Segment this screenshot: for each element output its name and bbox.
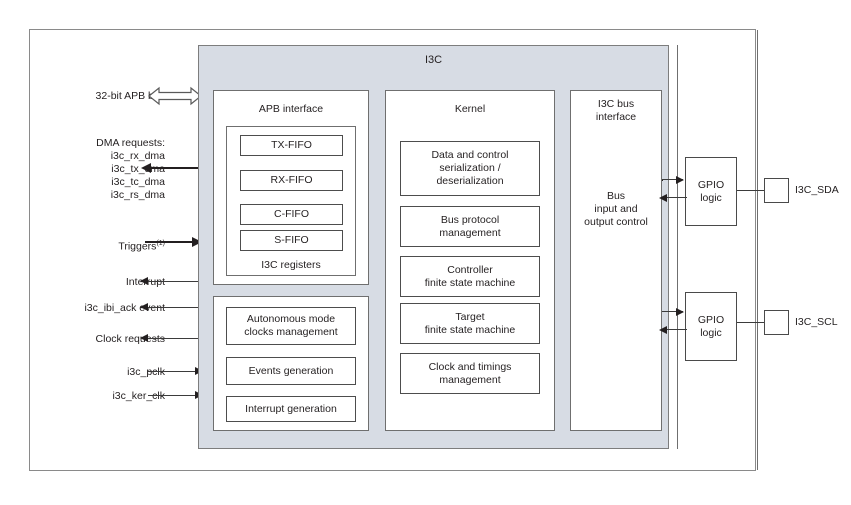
- block-clock-and-timings-management: Clock and timings management: [400, 353, 540, 394]
- signal-label-i3c-ker-clk: i3c_ker_clk: [112, 390, 165, 402]
- triggers-footnote-marker: (1): [156, 240, 165, 247]
- panel-i3c-bus-interface-title: I3C bus interface: [570, 98, 662, 124]
- block-line: finite state machine: [424, 323, 516, 336]
- block-line: Clock and timings: [428, 360, 512, 373]
- apb-bus-double-arrow-icon: [148, 86, 202, 106]
- signal-label-dma-requests: DMA requests:: [96, 137, 165, 149]
- block-autonomous-mode-clocks-management: Autonomous mode clocks management: [226, 307, 356, 345]
- wire-gpio-scl-in-line: [662, 311, 683, 313]
- block-c-fifo: C-FIFO: [240, 204, 343, 225]
- wire-dma-requests: [151, 167, 203, 170]
- block-tx-fifo: TX-FIFO: [240, 135, 343, 156]
- block-data-and-control-serialization: Data and control serialization / deseria…: [400, 141, 540, 196]
- wire-i3c-ibi-ack-event: [148, 307, 203, 309]
- arrowhead-clock-requests: [140, 334, 148, 342]
- arrowhead-interrupt: [140, 277, 148, 285]
- gpio-logic-sda: GPIO logic: [685, 157, 737, 226]
- arrowhead-gpio-scl-out: [659, 326, 667, 334]
- arrowhead-gpio-sda-in: [676, 176, 684, 184]
- signal-label-apb-bus: 32-bit APB bus: [95, 90, 165, 102]
- pad-label-i3c-scl: I3C_SCL: [795, 316, 838, 328]
- pad-i3c-sda: [764, 178, 789, 203]
- block-controller-finite-state-machine: Controller finite state machine: [400, 256, 540, 297]
- arrowhead-triggers: [192, 237, 202, 247]
- block-line: finite state machine: [424, 276, 516, 289]
- pad-i3c-scl: [764, 310, 789, 335]
- block-s-fifo: S-FIFO: [240, 230, 343, 251]
- block-line: management: [439, 226, 501, 239]
- wire-clock-requests: [148, 338, 203, 340]
- block-rx-fifo: RX-FIFO: [240, 170, 343, 191]
- signal-label-triggers: Triggers(1): [40, 237, 165, 254]
- gpio-logic-scl: GPIO logic: [685, 292, 737, 361]
- body-line: Bus: [606, 190, 626, 202]
- signal-label-i3c-rs-dma: i3c_rs_dma: [110, 189, 165, 201]
- arrowhead-dma-requests: [141, 163, 151, 173]
- arrowhead-i3c-ibi-ack-event: [140, 303, 148, 311]
- signal-label-i3c-rx-dma: i3c_rx_dma: [110, 150, 165, 162]
- title-line: I3C bus: [597, 98, 635, 110]
- signal-label-i3c-pclk: i3c_pclk: [127, 366, 165, 378]
- gpio-line: GPIO: [697, 178, 725, 191]
- right-separator-line: [677, 45, 679, 449]
- block-interrupt-generation: Interrupt generation: [226, 396, 356, 422]
- panel-i3c-bus-interface: [570, 90, 662, 431]
- gpio-line: GPIO: [697, 313, 725, 326]
- block-line: Autonomous mode: [246, 313, 336, 325]
- chip-boundary-line: [757, 30, 759, 470]
- wire-gpio-scl-out-line: [667, 329, 687, 331]
- block-line: deserialization: [436, 175, 504, 187]
- wire-i3c-ker-clk: [148, 395, 198, 397]
- block-line: Bus protocol: [440, 213, 500, 226]
- i3c-block-title: I3C: [424, 54, 443, 66]
- panel-kernel-title: Kernel: [454, 103, 486, 115]
- gpio-line: logic: [700, 326, 722, 339]
- block-line: clocks management: [244, 326, 338, 338]
- wire-gpio-sda-to-pad: [737, 190, 774, 192]
- triggers-text: Triggers: [118, 240, 157, 253]
- body-line: input and: [594, 203, 638, 215]
- wire-gpio-scl-to-pad: [737, 322, 774, 324]
- i3c-registers-label: I3C registers: [261, 259, 321, 271]
- block-line: management: [439, 373, 501, 386]
- arrowhead-gpio-scl-in: [676, 308, 684, 316]
- pad-label-i3c-sda: I3C_SDA: [795, 184, 839, 196]
- wire-interrupt: [148, 281, 203, 283]
- block-line: Data and control: [431, 149, 509, 161]
- wire-i3c-pclk: [148, 371, 198, 373]
- block-bus-protocol-management: Bus protocol management: [400, 206, 540, 247]
- panel-apb-interface-title: APB interface: [258, 103, 324, 115]
- wire-triggers: [145, 241, 195, 244]
- block-line: Target: [455, 310, 485, 323]
- title-line: interface: [595, 111, 637, 123]
- block-line: serialization /: [439, 162, 501, 174]
- signal-label-i3c-tx-dma: i3c_tx_dma: [111, 163, 165, 175]
- signal-label-i3c-tc-dma: i3c_tc_dma: [111, 176, 165, 188]
- wire-gpio-sda-in-line: [662, 179, 683, 181]
- block-target-finite-state-machine: Target finite state machine: [400, 303, 540, 344]
- arrowhead-gpio-sda-out: [659, 194, 667, 202]
- block-line: Controller: [447, 263, 493, 276]
- gpio-line: logic: [700, 191, 722, 204]
- block-events-generation: Events generation: [226, 357, 356, 385]
- wire-gpio-sda-out-line: [667, 197, 687, 199]
- i3c-bus-interface-body: Bus input and output control: [570, 190, 662, 229]
- body-line: output control: [584, 216, 648, 228]
